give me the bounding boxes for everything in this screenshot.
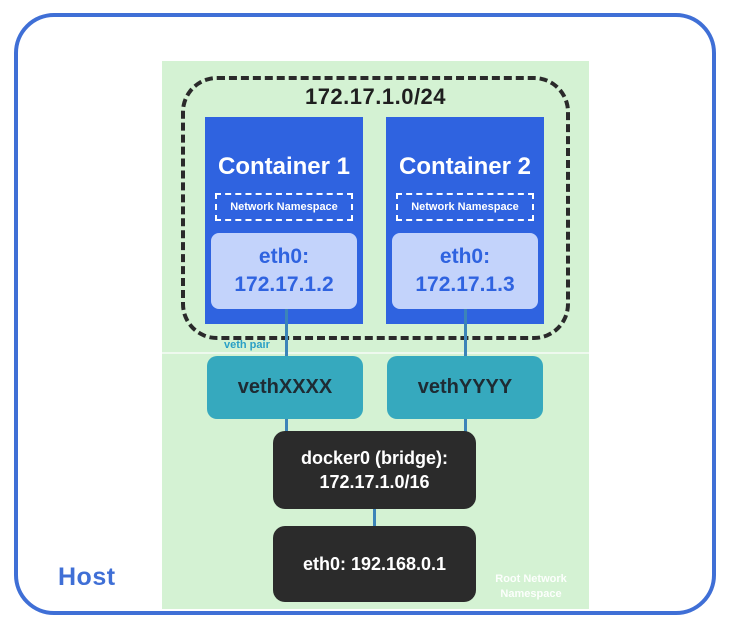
container-eth-interface: eth0: 172.17.1.2 bbox=[211, 233, 357, 309]
veth-interface-2: vethYYYY bbox=[387, 356, 543, 419]
veth-link-2 bbox=[464, 309, 467, 357]
network-namespace-label: Network Namespace bbox=[215, 193, 353, 221]
veth-pair-label: veth pair bbox=[224, 339, 270, 351]
container-eth-interface: eth0: 172.17.1.3 bbox=[392, 233, 538, 309]
host-eth0: eth0: 192.168.0.1 bbox=[273, 526, 476, 602]
namespace-divider bbox=[162, 352, 589, 354]
eth-name: eth0: bbox=[258, 245, 310, 268]
container-1: Container 1 Network Namespace eth0: 172.… bbox=[205, 117, 363, 324]
subnet-label: 172.17.1.0/24 bbox=[304, 84, 447, 109]
eth-name: eth0: bbox=[439, 245, 491, 268]
root-namespace-label: Root Network Namespace bbox=[495, 573, 567, 600]
host-eth-link bbox=[373, 509, 376, 527]
bridge-name: docker0 (bridge): bbox=[300, 448, 449, 468]
bridge-link-2 bbox=[464, 419, 467, 432]
subnet-boundary bbox=[181, 76, 570, 340]
host-label: Host bbox=[58, 563, 116, 591]
eth-ip: 172.17.1.3 bbox=[415, 273, 515, 296]
bridge-subnet: 172.17.1.0/16 bbox=[319, 472, 430, 492]
eth-ip: 172.17.1.2 bbox=[234, 273, 334, 296]
container-title: Container 1 bbox=[217, 153, 351, 180]
network-namespace-label: Network Namespace bbox=[396, 193, 534, 221]
veth-interface-1: vethXXXX bbox=[207, 356, 363, 419]
container-title: Container 2 bbox=[398, 153, 532, 180]
container-2: Container 2 Network Namespace eth0: 172.… bbox=[386, 117, 544, 324]
bridge-link-1 bbox=[285, 419, 288, 432]
veth-link-1 bbox=[285, 309, 288, 357]
docker0-bridge: docker0 (bridge): 172.17.1.0/16 bbox=[273, 431, 476, 509]
